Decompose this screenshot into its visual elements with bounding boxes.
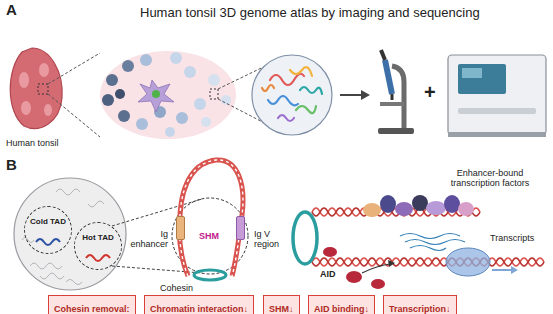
node-text: Ig V region [254,229,294,249]
arrow [362,264,390,273]
arrow-head [511,266,518,274]
sequencer [448,55,546,137]
cells [102,52,231,137]
figure-label: Human tonsil [6,138,59,148]
tonsil-spot [21,101,31,115]
figure-label: Transcripts [490,233,534,243]
arrow [492,269,512,271]
zoom-line [112,199,202,226]
effect-box: SHM↓ [263,295,300,314]
v-region-element: Ig V region [236,216,245,240]
figure-label: AID [320,269,336,279]
chromatin-loop [179,160,243,276]
figure-label: Enhancer-bound transcription factors [440,168,540,188]
node-text: Cold TAD [25,217,71,226]
zoom-box [210,89,218,99]
panel-letter: B [6,157,17,173]
node-text: Transcription↓ [389,304,451,314]
effect-box: Transcription↓ [383,295,457,314]
arrow-head [388,260,395,267]
transcription-factors [363,195,474,217]
enhancer-element: Ig enhancer [176,216,185,240]
node-text: SHM↓ [269,304,294,314]
panel-letter: A [6,2,17,18]
microscope [378,50,414,134]
tonsil [10,48,62,128]
cold-chromatin [36,239,60,245]
figure-label: Cohesin [160,283,193,293]
plus-sign: + [424,82,436,103]
effect-box: Chromatin interaction↓ [144,295,254,314]
effect-box: Cohesin removal: [48,295,136,314]
tad-circle: Hot TAD [74,222,122,270]
cohesin-ring [293,212,317,264]
dna [312,258,544,266]
hot-chromatin [86,255,110,261]
tissue-region [100,51,236,139]
node-text: Cohesin removal: [54,304,130,314]
node-text: Ig enhancer [128,229,168,249]
zoom-line [48,94,100,137]
arrow-head [361,90,370,100]
polymerase [446,248,490,276]
zoom-line [48,53,100,84]
figure-title: Human tonsil 3D genome atlas by imaging … [140,5,480,20]
arrow [340,94,362,96]
zoom-box [38,84,48,94]
aid-protein [323,247,385,289]
chromatin [262,67,322,121]
chromatin-loop-stripe [179,160,243,276]
tonsil-spot [44,104,52,116]
effect-box: AID binding↓ [308,295,375,314]
nucleus [252,55,332,135]
cohesin-ring [194,270,226,280]
transcripts [400,234,465,251]
tad-circle: Cold TAD [24,206,72,254]
node-text: AID binding↓ [314,304,369,314]
nucleus [14,178,126,290]
figure-label: SHM [199,231,219,241]
node-text: Hot TAD [75,233,121,242]
tonsil-spot [39,63,49,77]
dna [312,258,544,266]
node-text: Chromatin interaction↓ [150,304,248,314]
tonsil-spot [19,72,29,88]
